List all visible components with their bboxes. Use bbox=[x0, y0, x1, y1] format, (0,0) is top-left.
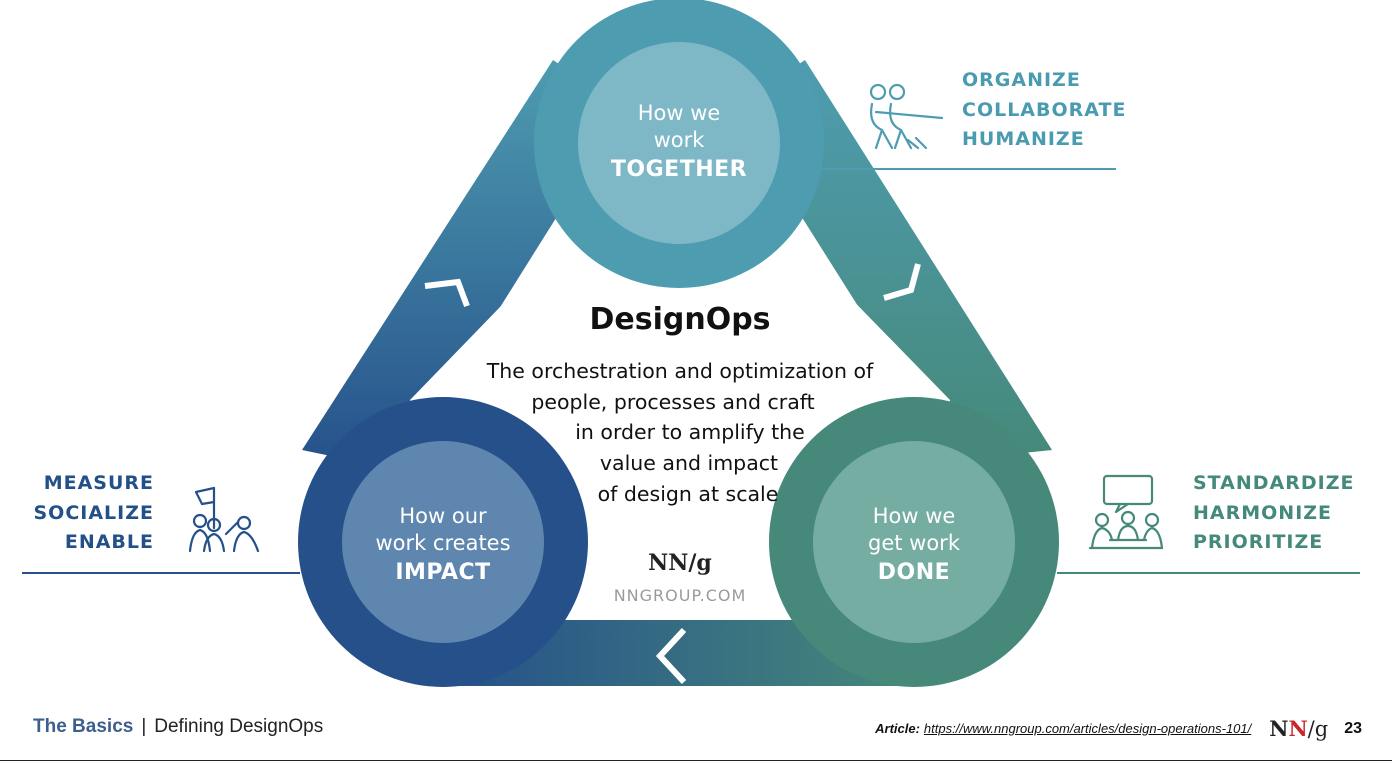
keywords-together: ORGANIZE COLLABORATE HUMANIZE bbox=[962, 66, 1126, 155]
footer-nng-logo: NN/g bbox=[1269, 716, 1328, 741]
node-done-text: How we get work DONE bbox=[824, 503, 1004, 586]
keyword-item: HUMANIZE bbox=[962, 128, 1085, 150]
chevron-bottom-icon bbox=[655, 627, 687, 685]
keyword-item: COLLABORATE bbox=[962, 98, 1127, 121]
tug-of-war-icon bbox=[869, 83, 944, 150]
diagram-description: The orchestration and optimization of pe… bbox=[440, 356, 920, 510]
description-line: value and impact bbox=[599, 451, 779, 476]
node-together-text: How we work TOGETHER bbox=[589, 100, 769, 183]
node-together-line2: work bbox=[653, 128, 705, 152]
circle-together-inner bbox=[578, 42, 780, 244]
description-line: in order to amplify the bbox=[575, 420, 805, 445]
node-together-emphasis: TOGETHER bbox=[610, 157, 748, 182]
footer-divider bbox=[0, 760, 1392, 761]
keyword-item: HARMONIZE bbox=[1193, 501, 1333, 524]
logo-n1: N bbox=[1269, 716, 1289, 741]
node-impact-emphasis: IMPACT bbox=[395, 560, 491, 585]
nng-site-url[interactable]: NNGROUP.COM bbox=[613, 586, 747, 605]
article-link[interactable]: https://www.nngroup.com/articles/design-… bbox=[923, 721, 1252, 736]
keyword-item: ORGANIZE bbox=[962, 69, 1081, 91]
circle-done-inner bbox=[813, 441, 1015, 643]
node-impact-line1: How our bbox=[399, 504, 487, 528]
circle-impact-inner bbox=[342, 441, 544, 643]
logo-n2: N bbox=[1288, 716, 1308, 741]
diagram-title: DesignOps bbox=[589, 302, 771, 337]
node-together-line1: How we bbox=[637, 101, 721, 125]
description-line: of design at scale bbox=[597, 481, 779, 506]
node-done-line2: get work bbox=[868, 531, 960, 555]
footer-breadcrumb: The Basics | Defining DesignOps bbox=[33, 716, 323, 738]
keyword-item: PRIORITIZE bbox=[1193, 531, 1324, 553]
keyword-item: STANDARDIZE bbox=[1193, 472, 1355, 494]
keyword-item: ENABLE bbox=[64, 531, 154, 553]
team-flag-icon bbox=[188, 486, 260, 553]
keywords-done: STANDARDIZE HARMONIZE PRIORITIZE bbox=[1193, 469, 1354, 558]
page-number: 23 bbox=[1344, 719, 1362, 737]
logo-slash-g: /g bbox=[1307, 717, 1329, 741]
keyword-item: SOCIALIZE bbox=[33, 501, 154, 524]
description-line: The orchestration and optimization of bbox=[486, 359, 874, 383]
description-line: people, processes and craft bbox=[531, 389, 815, 414]
article-label: Article: bbox=[875, 721, 920, 736]
node-impact-line2: work creates bbox=[375, 531, 511, 555]
footer-reference: Article: https://www.nngroup.com/article… bbox=[875, 716, 1362, 741]
meeting-discussion-icon bbox=[1088, 474, 1164, 550]
keywords-impact: MEASURE SOCIALIZE ENABLE bbox=[20, 469, 154, 558]
footer-section: The Basics bbox=[33, 716, 134, 737]
chevron-left-icon bbox=[424, 278, 470, 308]
chevron-right-icon bbox=[883, 263, 921, 301]
footer-subtitle: Defining DesignOps bbox=[154, 716, 324, 737]
keyword-item: MEASURE bbox=[43, 472, 154, 494]
nng-logo: NN/g bbox=[648, 550, 712, 576]
node-impact-text: How our work creates IMPACT bbox=[343, 503, 543, 586]
node-done-emphasis: DONE bbox=[877, 560, 951, 585]
footer-separator: | bbox=[141, 716, 147, 737]
node-done-line1: How we bbox=[872, 504, 956, 528]
